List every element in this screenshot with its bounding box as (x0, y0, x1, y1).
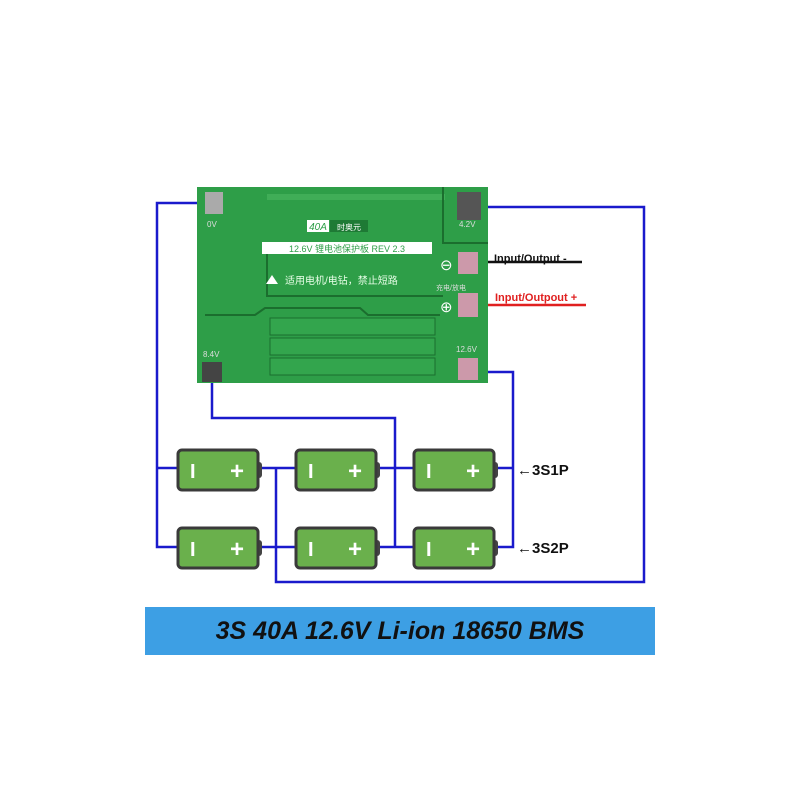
pad-negative (458, 252, 478, 274)
battery-plus: + (348, 458, 362, 485)
wire-8v4 (210, 372, 397, 547)
battery-minus: I (426, 539, 432, 561)
pad-positive (458, 293, 478, 317)
minus-symbol: ⊖ (440, 257, 453, 274)
pad-4v2 (457, 192, 481, 220)
battery-cell: I + (176, 448, 262, 492)
pad-12v6-label: 12.6V (456, 345, 478, 354)
battery-cell: I + (294, 448, 380, 492)
battery-plus: + (466, 536, 480, 563)
battery-plus: + (230, 536, 244, 563)
wire-0v (155, 201, 213, 549)
battery-cell: I + (176, 526, 262, 570)
battery-cell: I + (412, 526, 498, 570)
positive-terminal-label: Input/Outpout + (495, 292, 577, 304)
brand-label: 时奥元 (337, 222, 361, 232)
battery-plus: + (466, 458, 480, 485)
banner-title: 3S 40A 12.6V Li-ion 18650 BMS (215, 616, 585, 645)
battery-pack: I + I + I + I + I + I + (176, 448, 498, 570)
current-label: 40A (309, 222, 327, 233)
title-banner: 3S 40A 12.6V Li-ion 18650 BMS (145, 607, 655, 655)
battery-cell: I + (294, 526, 380, 570)
warning-icon (266, 275, 278, 284)
battery-minus: I (190, 461, 196, 483)
bms-board: 40A 时奥元 12.6V 锂电池保护板 REV 2.3 适用电机/电钻，禁止短… (197, 187, 488, 383)
battery-minus: I (308, 539, 314, 561)
wire-4v2 (274, 205, 646, 584)
battery-plus: + (348, 536, 362, 563)
plus-symbol: ⊕ (440, 299, 453, 316)
wire-12v6 (468, 370, 515, 549)
pad-12v6 (458, 358, 478, 380)
model-label: 12.6V 锂电池保护板 REV 2.3 (289, 243, 405, 254)
row2-label: ←3S2P (517, 540, 569, 557)
row1-label: ←3S1P (517, 462, 569, 479)
battery-minus: I (308, 461, 314, 483)
battery-minus: I (190, 539, 196, 561)
battery-cell: I + (412, 448, 498, 492)
pad-4v2-label: 4.2V (459, 220, 476, 229)
battery-plus: + (230, 458, 244, 485)
warning-label: 适用电机/电钻，禁止短路 (285, 274, 398, 287)
charge-label: 充电/放电 (436, 283, 466, 292)
pad-0v-label: 0V (207, 220, 217, 229)
pad-8v4-label: 8.4V (203, 350, 220, 359)
negative-terminal-label: Input/Output - (494, 253, 567, 265)
pad-0v (205, 192, 223, 214)
pad-8v4 (202, 362, 222, 382)
battery-minus: I (426, 461, 432, 483)
